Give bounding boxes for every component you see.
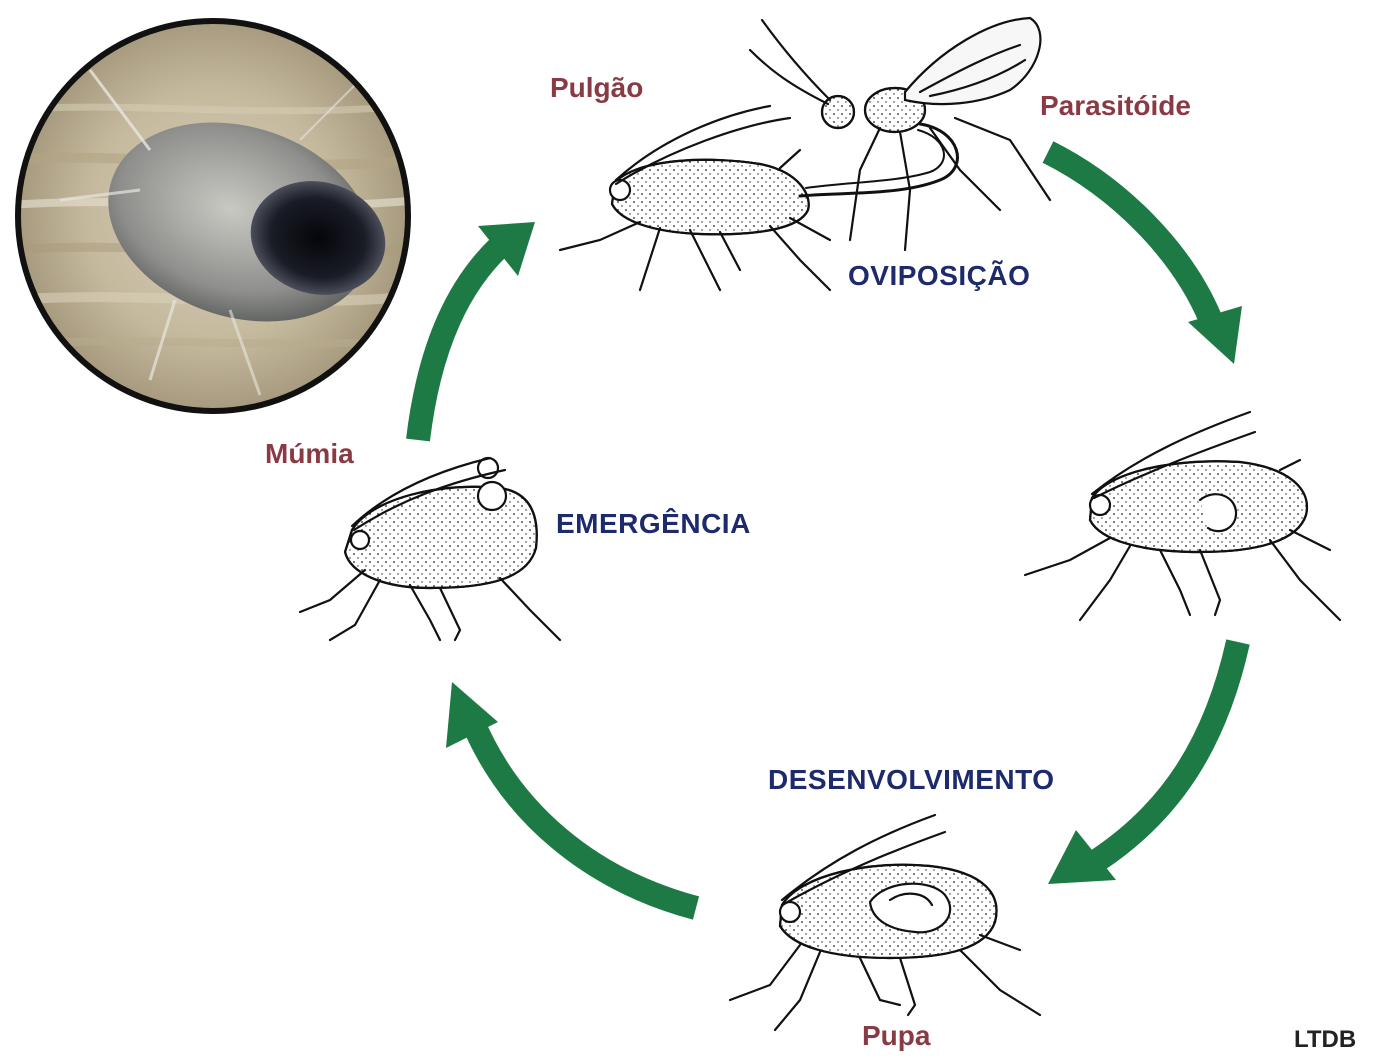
parasitoid-label: Parasitóide xyxy=(1040,90,1191,122)
arrow-development-to-pupa xyxy=(1048,642,1238,884)
mummy-label: Múmia xyxy=(265,438,354,470)
aphid-label: Pulgão xyxy=(550,72,643,104)
emergence-label: EMERGÊNCIA xyxy=(556,508,751,540)
oviposition-label: OVIPOSIÇÃO xyxy=(848,260,1030,292)
arrow-oviposition-to-parasitized xyxy=(1048,152,1242,364)
credit-label: LTDB xyxy=(1294,1026,1356,1054)
mummy-aphid-illustration xyxy=(300,458,560,640)
arrow-emergence-to-aphid xyxy=(418,222,535,440)
aphid-being-parasitized-illustration xyxy=(560,18,1050,290)
development-label: DESENVOLVIMENTO xyxy=(768,764,1055,796)
pupa-aphid-illustration xyxy=(730,815,1040,1030)
mummy-photo xyxy=(10,21,420,411)
arrow-pupa-to-mummy xyxy=(446,682,696,908)
parasitized-aphid-illustration xyxy=(1025,412,1340,620)
aphid-illustration xyxy=(560,106,830,290)
pupa-label: Pupa xyxy=(862,1020,930,1052)
